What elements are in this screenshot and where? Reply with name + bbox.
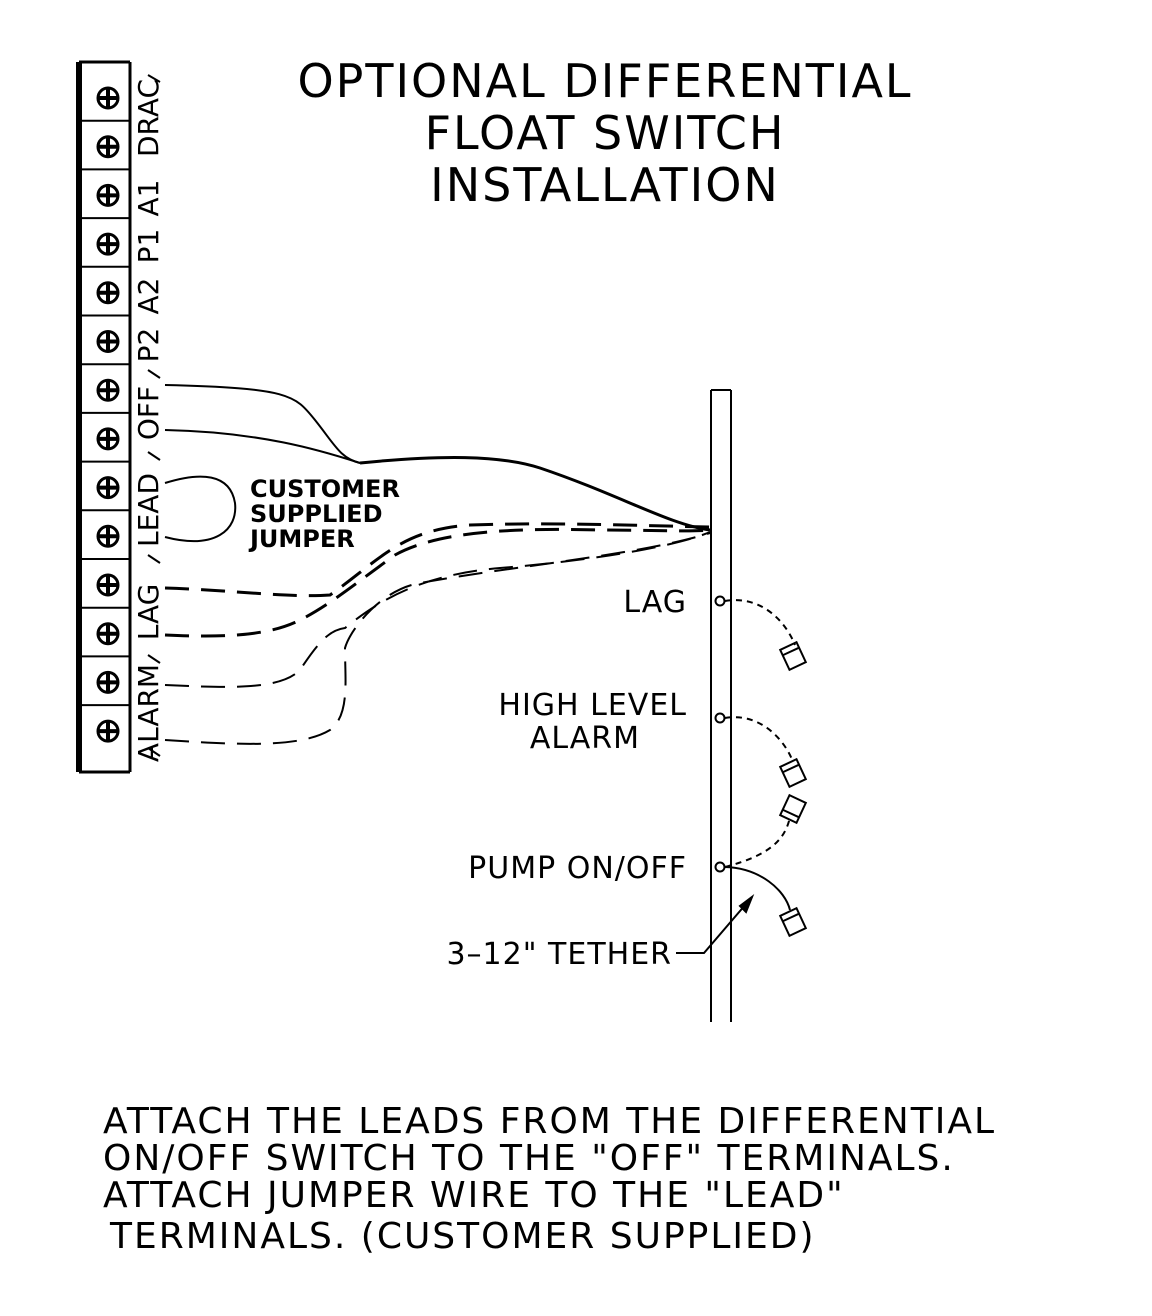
terminal-screw-icon <box>96 719 120 743</box>
installation-instructions: ATTACH THE LEADS FROM THE DIFFERENTIAL O… <box>103 1101 996 1257</box>
terminal-label-lag: LAG <box>132 584 165 641</box>
terminal-strip <box>76 60 132 774</box>
title-line-3: INSTALLATION <box>430 158 780 212</box>
instruction-line-1: ATTACH THE LEADS FROM THE DIFFERENTIAL <box>103 1101 996 1142</box>
jumper-label-line-2: SUPPLIED <box>250 500 383 528</box>
title-line-2: FLOAT SWITCH <box>425 106 786 160</box>
terminal-label-p2: P2 <box>132 328 165 363</box>
terminal-label-lead: LEAD <box>132 473 165 547</box>
pump-on-off-label: PUMP ON/OFF <box>468 851 687 886</box>
terminal-label-a2: A2 <box>132 278 165 315</box>
terminal-label-p1: P1 <box>132 229 165 264</box>
off-lead-wires <box>164 384 711 532</box>
instruction-line-2: ON/OFF SWITCH TO THE "OFF" TERMINALS. <box>103 1138 955 1179</box>
terminal-pair-brackets <box>147 74 161 757</box>
terminal-screw-icon <box>96 622 120 646</box>
high-level-alarm-label-line-2: ALARM <box>530 721 640 756</box>
terminal-label-alarm: ALARM <box>132 664 165 762</box>
terminal-label-off: OFF <box>132 386 165 440</box>
instruction-line-3: ATTACH JUMPER WIRE TO THE "LEAD" <box>103 1175 845 1216</box>
terminal-screw-icon <box>96 330 120 353</box>
pump-on-off-float-switch <box>714 793 808 938</box>
terminal-screw-icon <box>96 183 120 207</box>
jumper-label-line-1: CUSTOMER <box>250 475 400 503</box>
tether-leader-arrow <box>676 894 755 954</box>
terminal-screw-icon <box>96 232 120 256</box>
tether-label: 3–12" TETHER <box>446 937 672 972</box>
instruction-line-4: TERMINALS. (CUSTOMER SUPPLIED) <box>109 1216 816 1257</box>
terminal-label-a1: A1 <box>132 180 165 217</box>
title-line-1: OPTIONAL DIFFERENTIAL <box>297 54 912 108</box>
terminal-screw-icon <box>96 670 120 694</box>
high-level-alarm-label-line-1: HIGH LEVEL <box>498 688 687 723</box>
terminal-screw-icon <box>96 476 120 500</box>
jumper-label: CUSTOMER SUPPLIED JUMPER <box>248 475 400 553</box>
lag-float-switch <box>714 595 808 672</box>
terminal-screw-icon <box>96 135 120 159</box>
lag-float-label: LAG <box>623 585 687 620</box>
terminal-screw-icon <box>96 427 120 451</box>
jumper-wire <box>164 475 237 542</box>
float-pole <box>710 389 732 1022</box>
terminal-labels: DRAC A1 P1 A2 P2 OFF LEAD LAG ALARM <box>132 79 165 762</box>
terminal-label-drac: DRAC <box>132 79 165 157</box>
terminal-screw-icon <box>96 86 120 110</box>
jumper-label-line-3: JUMPER <box>248 525 355 553</box>
terminal-screw-icon <box>96 281 120 305</box>
diagram-title: OPTIONAL DIFFERENTIAL FLOAT SWITCH INSTA… <box>297 54 912 212</box>
terminal-screw-icon <box>96 378 120 402</box>
terminal-screw-icon <box>96 524 120 548</box>
lag-alarm-wires <box>164 522 711 745</box>
terminal-screw-icon <box>96 573 120 597</box>
high-level-alarm-float-switch <box>714 712 808 789</box>
